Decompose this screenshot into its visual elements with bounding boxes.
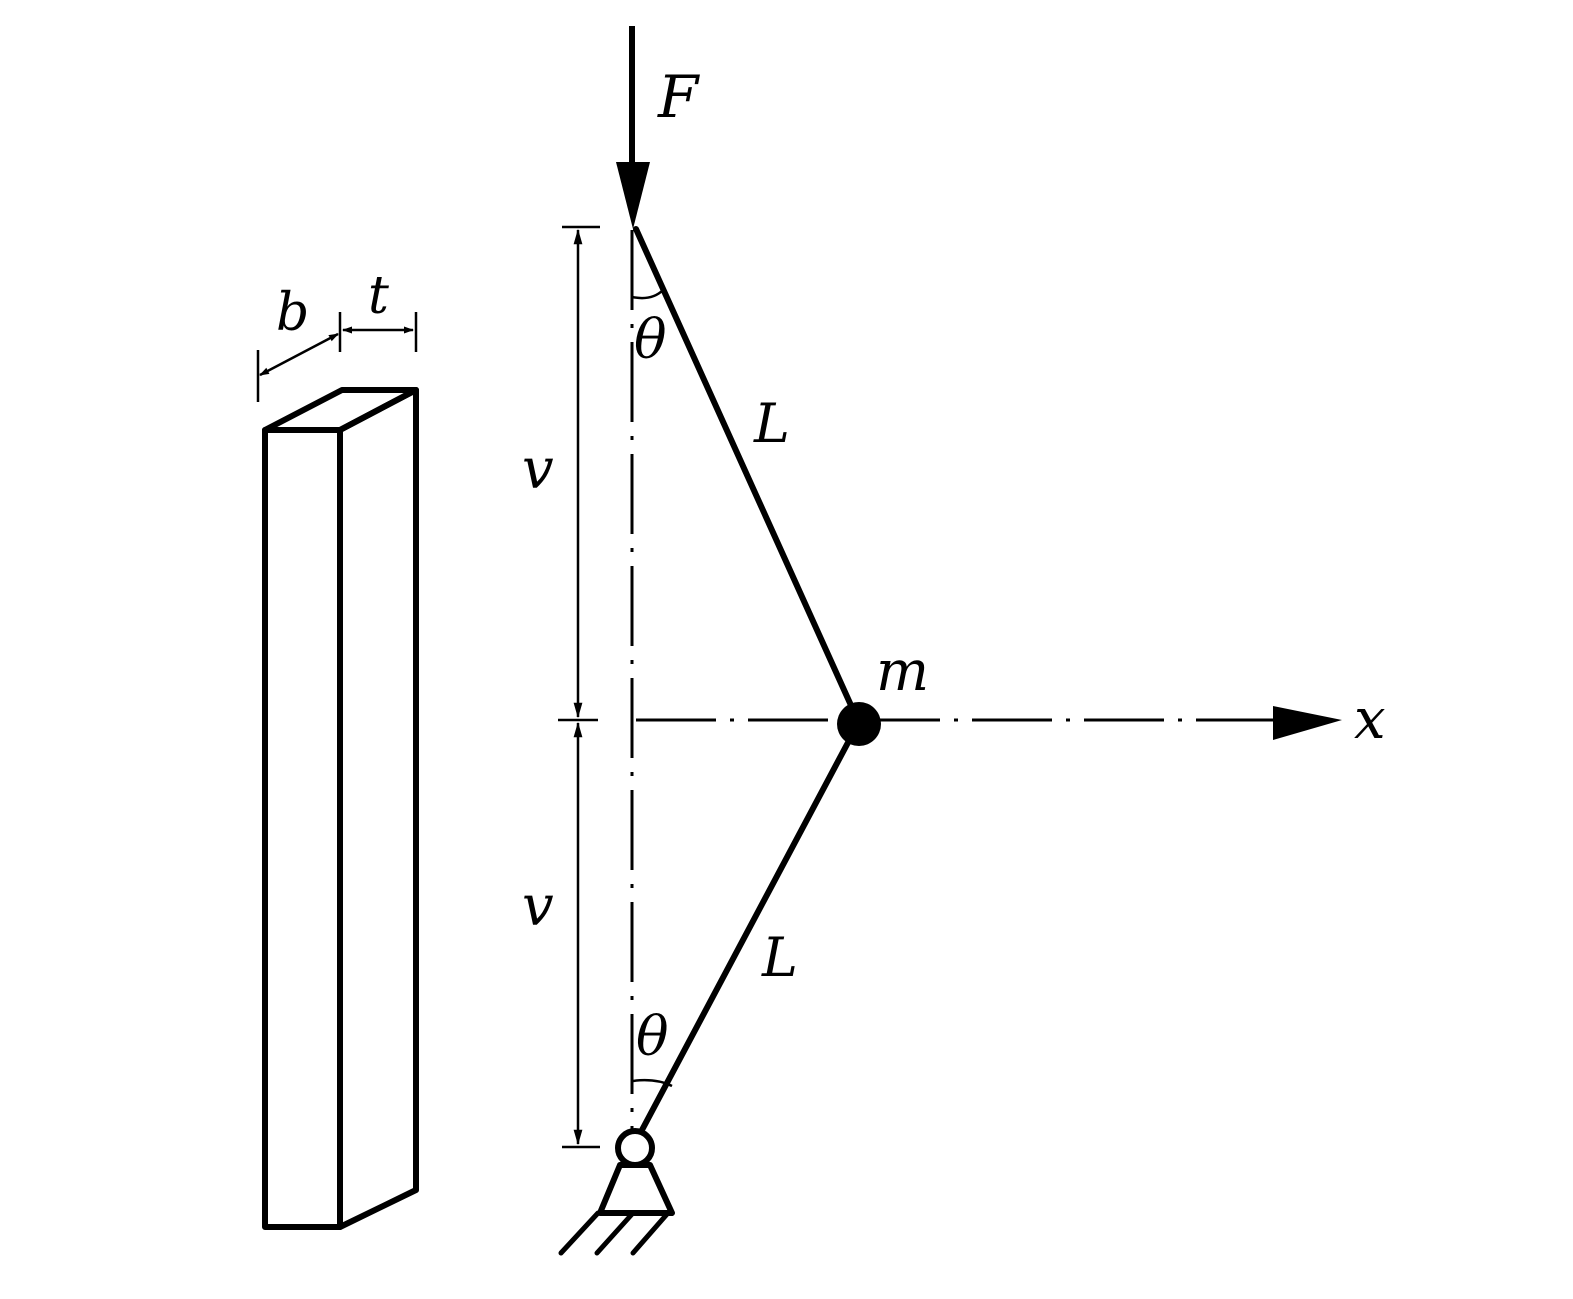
upper-link-length-label: L [753,392,790,455]
thickness-label: t [368,266,389,326]
bar-front-face [262,427,343,1230]
bar-dimensions [256,312,418,402]
rectangular-bar [262,387,419,1230]
lower-angle-arc [631,1078,673,1088]
upper-angle-label: θ [634,308,667,371]
v-upper-label: v [522,437,554,502]
bar-side-face [337,387,419,1230]
v-dimensions [558,225,600,1149]
force-arrow [616,26,650,229]
links [633,226,857,1133]
upper-angle-arc [631,289,664,300]
mass-point [837,702,881,746]
x-axis-arrowhead [1273,706,1342,740]
width-label: b [276,283,309,343]
force-arrowhead [616,162,650,229]
lower-link [639,732,855,1133]
bar-top-face [262,387,419,433]
force-label: F [657,63,700,131]
ground-hatching [558,1210,671,1256]
support-triangle [597,1162,675,1216]
lower-angle-label: θ [636,1005,669,1068]
pin-support [558,1128,675,1256]
pin-hinge [615,1128,655,1168]
v-lower-label: v [522,874,554,939]
width-dimension-arrow [259,332,339,377]
mass-label: m [876,639,929,704]
x-axis-label: x [1354,687,1386,752]
lower-link-length-label: L [761,926,798,989]
upper-link [633,226,857,715]
